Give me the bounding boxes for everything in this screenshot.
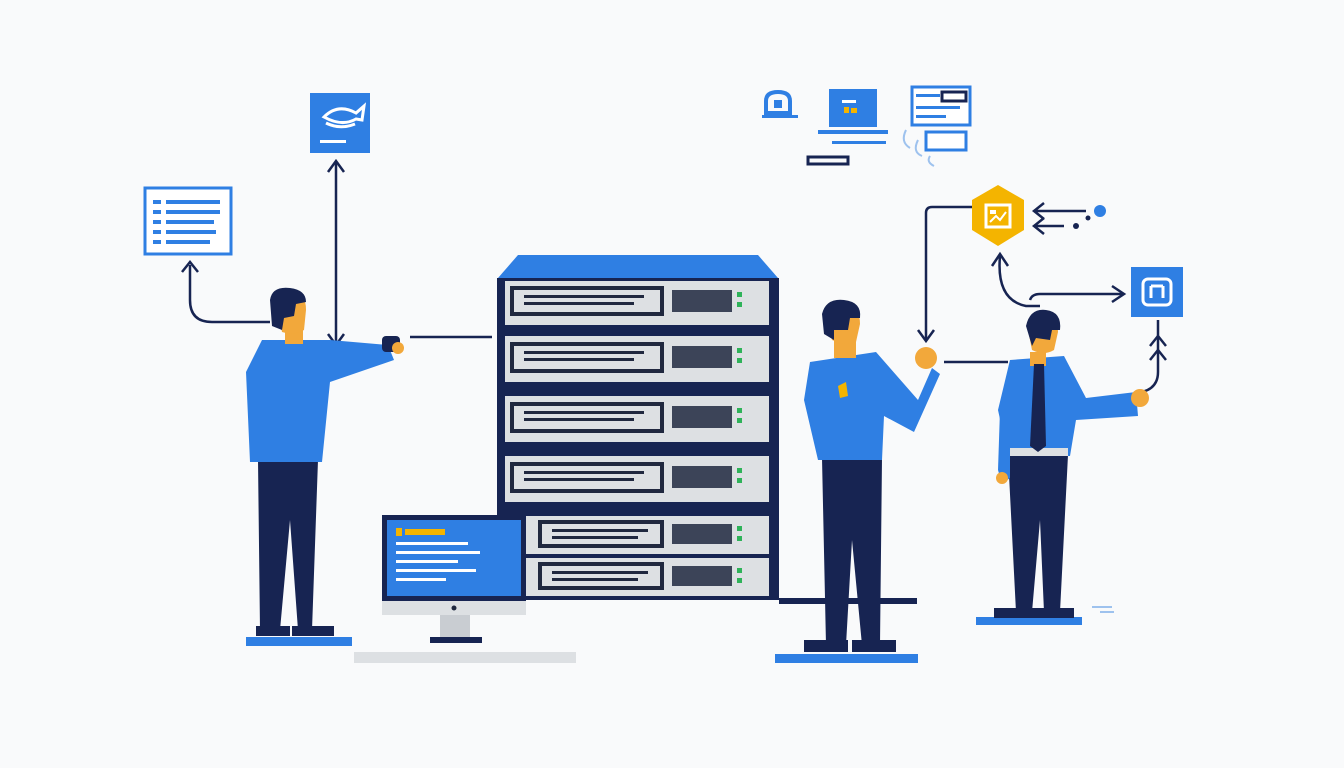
connector-dot-small-2 [1085, 215, 1091, 221]
fish-card-icon [310, 93, 370, 153]
desktop-monitor [354, 515, 576, 663]
server-unit [505, 281, 769, 325]
server-unit [505, 516, 769, 554]
connector-dot-small [1073, 223, 1079, 229]
server-unit [505, 456, 769, 502]
badge-icon [1131, 267, 1183, 317]
laptop-icon [806, 89, 888, 166]
connector-lines-right [916, 202, 1167, 394]
lock-icon [762, 89, 798, 118]
connector-lines-left [181, 158, 492, 348]
server-unit [505, 396, 769, 442]
person-left [246, 287, 404, 646]
server-unit [505, 336, 769, 382]
form-card-icon [902, 85, 972, 167]
person-center [775, 299, 940, 663]
connector-dot [1094, 205, 1106, 217]
floor-spark [1092, 606, 1114, 613]
hexagon-icon [972, 185, 1024, 246]
document-icon [143, 186, 233, 256]
person-right [976, 309, 1149, 625]
server-unit [505, 558, 769, 596]
